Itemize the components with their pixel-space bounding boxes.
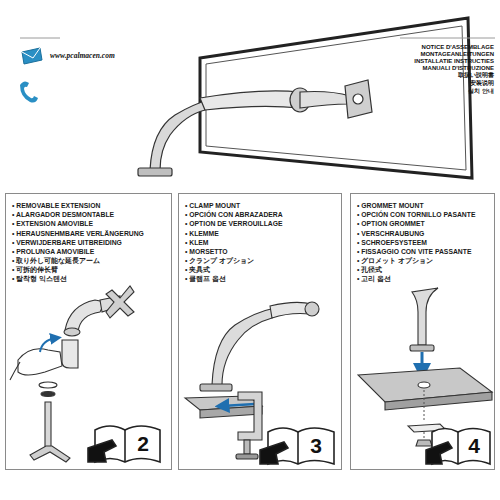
step-number: 4 xyxy=(468,434,480,457)
language-caption: • 탈착형 익스텐션 xyxy=(12,274,166,283)
language-caption: • SCHROEFSYSTEEM xyxy=(357,238,489,247)
website-url: www.pcalmacen.com xyxy=(50,52,115,60)
language-caption: • VERWIJDERBARE UITBREIDING xyxy=(12,238,166,247)
language-caption: • GROMMET MOUNT xyxy=(357,201,489,210)
instruction-panel: • REMOVABLE EXTENSION• ALARGADOR DESMONT… xyxy=(5,193,172,470)
language-caption: • OPTION GROMMET xyxy=(357,219,489,228)
manual-title: NOTICE D'ASSEMBLAGE xyxy=(422,44,494,51)
language-caption: • REMOVABLE EXTENSION xyxy=(12,201,166,210)
language-caption: • MORSETTO xyxy=(185,247,336,256)
monitor xyxy=(200,18,472,178)
manual-title: 取扱い説明書 xyxy=(458,72,494,79)
language-caption: • HERAUSNEHMBARE VERLÄNGERUNG xyxy=(12,229,166,238)
contact-icons xyxy=(20,48,42,103)
grommet-mount-figure xyxy=(358,288,492,446)
language-caption: • 取り外し可能な延長アーム xyxy=(12,256,166,265)
step-number: 3 xyxy=(310,434,322,457)
manual-title: INSTALLATIE INSTRUCTIES xyxy=(414,58,494,65)
manual-title: 설치 안내 xyxy=(468,88,494,95)
language-caption: • KLEM xyxy=(185,238,336,247)
language-caption: • ALARGADOR DESMONTABLE xyxy=(12,210,166,219)
language-caption: • FISSAGGIO CON VITE PASSANTE xyxy=(357,247,489,256)
language-caption: • 可拆的伸长臂 xyxy=(12,265,166,274)
language-caption: • 고리 옵션 xyxy=(357,274,489,283)
step-number: 2 xyxy=(137,432,149,455)
language-caption: • クランプ オプション xyxy=(185,256,336,265)
language-caption: • OPCIÓN CON ABRAZADERA xyxy=(185,210,336,219)
language-caption: • OPTION DE VERROUILLAGE xyxy=(185,219,336,228)
instruction-panel: • CLAMP MOUNT• OPCIÓN CON ABRAZADERA• OP… xyxy=(178,193,342,470)
language-caption: • 클램프 옵션 xyxy=(185,274,336,283)
instruction-panel: • GROMMET MOUNT• OPCIÓN CON TORNILLO PAS… xyxy=(350,193,495,470)
language-caption: • CLAMP MOUNT xyxy=(185,201,336,210)
monitor-arm xyxy=(138,80,372,176)
language-caption: • 夹具式 xyxy=(185,265,336,274)
language-caption: • PROLUNGA AMOVIBILE xyxy=(12,247,166,256)
language-caption: • VERSCHRAUBUNG xyxy=(357,229,489,238)
manual-title: 安装说明 xyxy=(470,80,494,87)
manual-title: MANUALI D'ISTRUZIONE xyxy=(423,65,494,72)
language-caption: • EXTENSION AMOVIBLE xyxy=(12,219,166,228)
language-caption: • グロメット オプション xyxy=(357,256,489,265)
language-caption: • 孔径式 xyxy=(357,265,489,274)
book-icons xyxy=(88,426,490,464)
language-caption: • OPCIÓN CON TORNILLO PASANTE xyxy=(357,210,489,219)
manual-title: MONTAGEANLEITUNGEN xyxy=(420,51,494,58)
language-caption: • KLEMME xyxy=(185,229,336,238)
